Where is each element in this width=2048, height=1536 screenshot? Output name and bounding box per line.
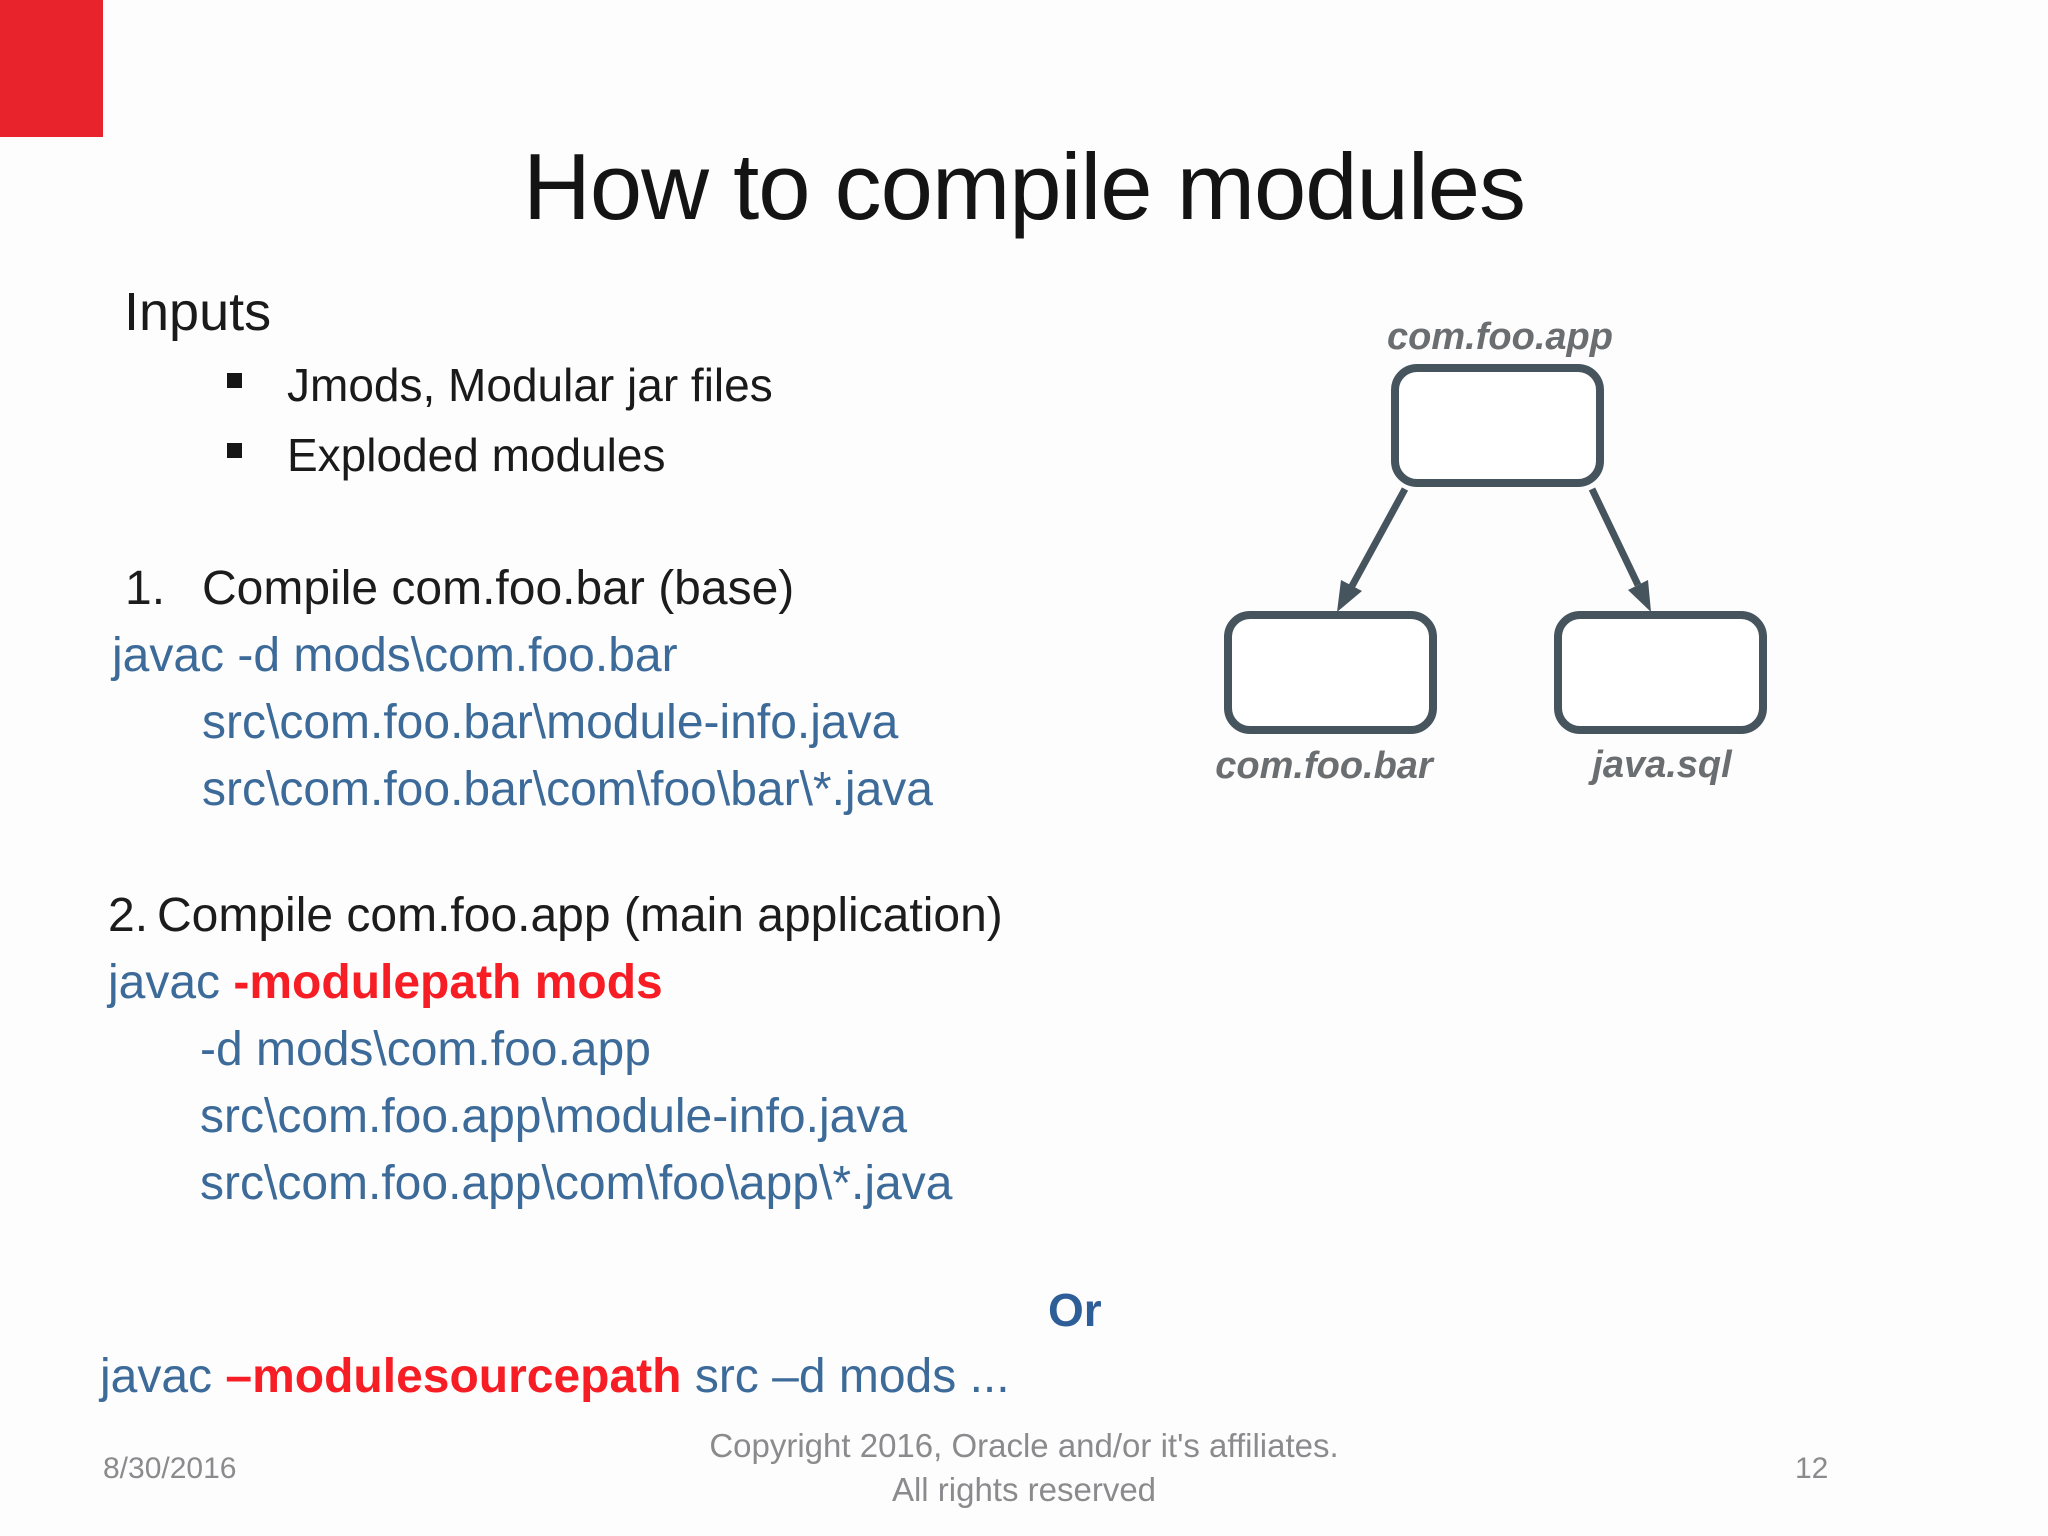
step2-heading: Compile com.foo.app (main application) (157, 889, 1003, 942)
step2-command-flag: -modulepath mods (233, 956, 663, 1009)
arrow-app-to-sql (1588, 487, 1642, 587)
bullet-square-icon (227, 373, 242, 388)
step2-arg: -d mods\com.foo.app (200, 1023, 651, 1076)
footer-page-number: 12 (1795, 1452, 1829, 1485)
step2-heading-line: 2.Compile com.foo.app (main application) (108, 888, 1003, 943)
or-label: Or (1048, 1284, 1102, 1336)
step2-command: javac -modulepath mods (108, 955, 663, 1010)
step1-command: javac -d mods\com.foo.bar (112, 629, 678, 682)
bullet-square-icon (227, 443, 242, 458)
footer-date: 8/30/2016 (103, 1452, 237, 1485)
step2-command-prefix: javac (108, 956, 234, 1009)
diagram-box-com-foo-bar (1224, 611, 1437, 734)
module-dependency-diagram: com.foo.app com.foo.bar java.sql (1215, 316, 1767, 787)
inputs-heading: Inputs (124, 282, 272, 342)
step2-arg: src\com.foo.app\module-info.java (200, 1090, 908, 1143)
alt-command-suffix: src –d mods ... (681, 1350, 1010, 1403)
step2-number: 2. (108, 889, 149, 942)
inputs-bullet-item: Exploded modules (287, 429, 666, 481)
inputs-bullet-item: Jmods, Modular jar files (287, 359, 773, 411)
diagram-box-com-foo-app (1391, 364, 1604, 487)
diagram-box-java-sql (1554, 611, 1767, 734)
diagram-label-com-foo-app: com.foo.app (1387, 316, 1613, 358)
step2-arg: src\com.foo.app\com\foo\app\*.java (200, 1157, 953, 1210)
step1-number: 1. (125, 562, 166, 615)
step1-heading-line: 1. Compile com.foo.bar (base) (125, 561, 794, 616)
footer-copyright-line1: Copyright 2016, Oracle and/or it's affil… (709, 1427, 1339, 1464)
arrowhead-icon (1337, 580, 1362, 612)
step1-arg: src\com.foo.bar\com\foo\bar\*.java (202, 763, 933, 816)
diagram-label-com-foo-bar: com.foo.bar (1215, 745, 1435, 787)
slide-title: How to compile modules (523, 134, 1526, 239)
footer-copyright: Copyright 2016, Oracle and/or it's affil… (524, 1424, 1524, 1512)
diagram-label-java-sql: java.sql (1587, 744, 1733, 786)
alt-command-flag: –modulesourcepath (225, 1350, 682, 1403)
arrowhead-icon (1628, 580, 1651, 612)
brand-logo-red-square (0, 0, 103, 137)
step1-heading: Compile com.foo.bar (base) (202, 562, 795, 615)
footer-copyright-line2: All rights reserved (891, 1471, 1157, 1508)
alt-command-prefix: javac (100, 1350, 226, 1403)
arrow-app-to-bar (1348, 487, 1409, 588)
alt-command: javac –modulesourcepath src –d mods ... (100, 1349, 1010, 1404)
step1-arg: src\com.foo.bar\module-info.java (202, 696, 899, 749)
